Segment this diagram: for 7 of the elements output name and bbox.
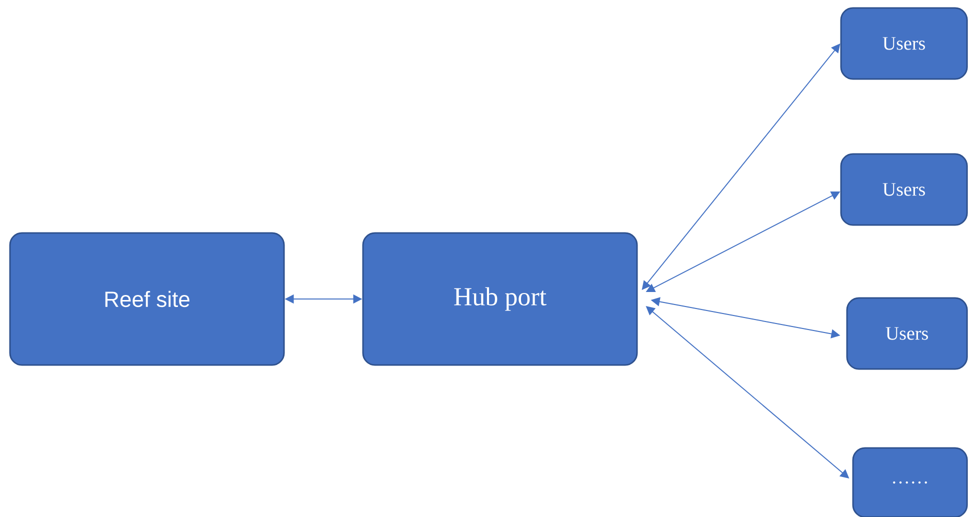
process-box: Users	[840, 7, 968, 80]
process-box: Hub port	[362, 232, 638, 366]
process-box: Users	[840, 153, 968, 226]
process-box: ……	[852, 447, 968, 517]
process-box: Users	[846, 297, 968, 370]
arrow	[642, 44, 840, 290]
process-box: Reef site	[9, 232, 285, 366]
